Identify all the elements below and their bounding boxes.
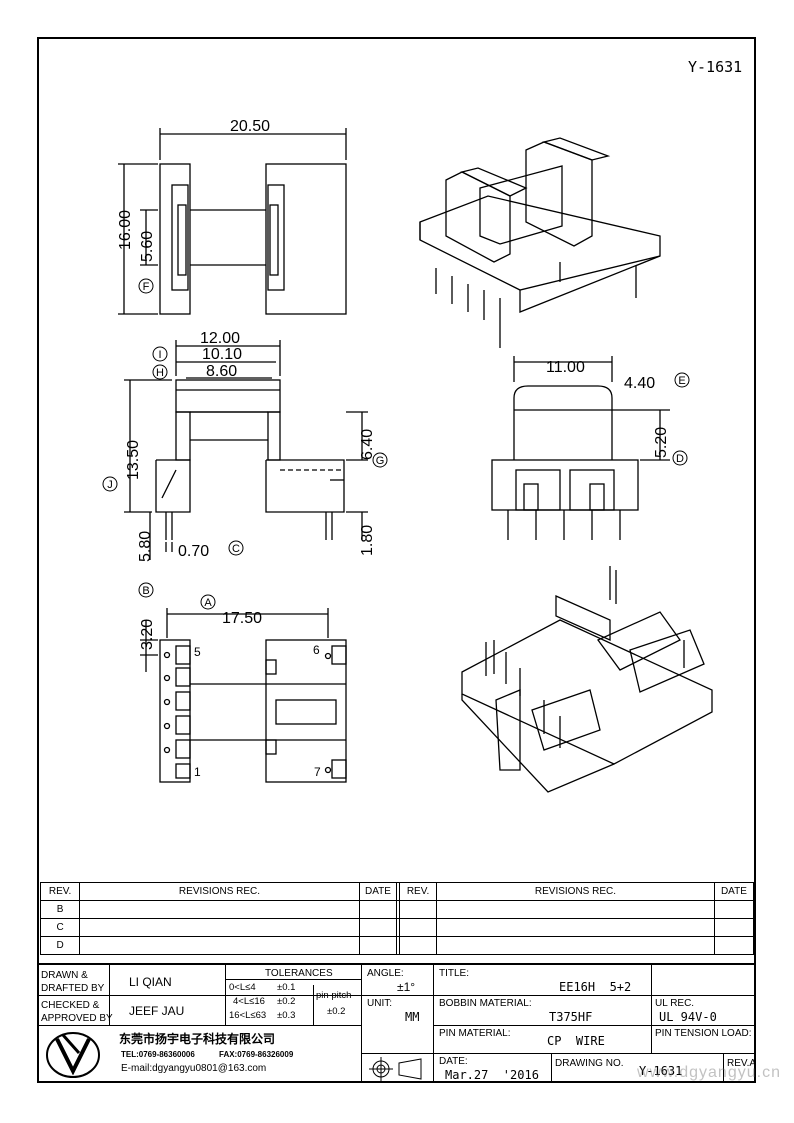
dim-16-00: 16.00 xyxy=(117,210,134,250)
pin-tension-label: PIN TENSION LOAD: xyxy=(655,1028,752,1039)
checked-label: CHECKED & APPROVED BY xyxy=(41,1000,113,1024)
tolerances-label: TOLERANCES xyxy=(265,968,333,979)
marker-D: D xyxy=(672,450,688,466)
dim-5-80: 5.80 xyxy=(137,531,154,562)
angle-label: ANGLE: xyxy=(367,968,404,979)
svg-text:I: I xyxy=(158,349,161,361)
marker-H: H xyxy=(152,364,168,380)
svg-text:E: E xyxy=(678,375,685,387)
ul-rec-label: UL REC. xyxy=(655,998,695,1009)
unit-value: MM xyxy=(405,1010,420,1024)
pin-7-label: 7 xyxy=(314,765,321,779)
title-block: DRAWN & DRAFTED BY LI QIAN CHECKED & APP… xyxy=(37,963,780,1083)
svg-text:B: B xyxy=(142,585,149,597)
drawing-frame xyxy=(37,37,756,1083)
date-value: Mar.27 '2016 xyxy=(445,1068,539,1082)
tol-3: 16<L≤63 xyxy=(229,1010,267,1021)
pin-material-value: CP WIRE xyxy=(547,1034,605,1048)
pin-1-label: 1 xyxy=(194,765,201,779)
svg-text:G: G xyxy=(376,455,385,467)
dim-12-00: 12.00 xyxy=(200,330,240,347)
drawing-number-top: Y-1631 xyxy=(688,58,743,76)
iso-view-bottom xyxy=(461,566,713,793)
tol-2: 4<L≤16 xyxy=(233,996,265,1007)
rev-row-d: D xyxy=(39,936,81,955)
pin-6-label: 6 xyxy=(313,643,320,657)
svg-text:C: C xyxy=(232,543,240,555)
tol-2-value: ±0.2 xyxy=(277,996,296,1007)
dim-6-40: 6.40 xyxy=(359,429,376,460)
rev-header-2: REV. xyxy=(398,882,438,901)
dim-5-60: 5.60 xyxy=(139,231,156,262)
bobbin-material-value: T375HF xyxy=(549,1010,593,1024)
dim-3-20: 3.20 xyxy=(139,619,156,650)
date-header-2: DATE xyxy=(713,882,755,901)
marker-C: C xyxy=(228,540,244,556)
tol-3-value: ±0.3 xyxy=(277,1010,296,1021)
angle-value: ±1° xyxy=(397,980,416,994)
pin-pitch-value: ±0.2 xyxy=(327,1006,346,1017)
dim-11-00: 11.00 xyxy=(546,359,585,376)
tol-1: 0<L≤4 xyxy=(229,982,256,993)
front-view xyxy=(124,340,368,560)
revisions-table: REV. REVISIONS REC. DATE REV. REVISIONS … xyxy=(39,882,755,955)
marker-A: A xyxy=(200,594,216,610)
dim-13-50: 13.50 xyxy=(125,440,142,480)
company-name: 东莞市扬宇电子科技有限公司 xyxy=(119,1032,276,1046)
drawn-value: LI QIAN xyxy=(129,975,172,989)
marker-E: E xyxy=(674,372,690,388)
dim-20-50: 20.50 xyxy=(230,118,270,135)
company-fax: FAX:0769-86326009 xyxy=(219,1050,294,1059)
dim-4-40: 4.40 xyxy=(624,375,655,392)
revisions-header: REVISIONS REC. xyxy=(79,882,360,901)
title-label: TITLE: xyxy=(439,968,470,979)
watermark: www.dgyangyu.cn xyxy=(637,1064,781,1081)
dim-8-60: 8.60 xyxy=(206,363,237,380)
rev-row-c: C xyxy=(39,918,81,937)
technical-drawing: 20.50 16.00 5.60 12.00 10.10 8.60 13.50 … xyxy=(102,118,713,793)
bottom-view xyxy=(140,608,347,783)
date-header: DATE xyxy=(358,882,397,901)
pin-pitch-label: pin pitch xyxy=(316,990,352,1001)
projection-symbol-icon xyxy=(369,1057,422,1081)
tol-1-value: ±0.1 xyxy=(277,982,296,993)
dim-1-80: 1.80 xyxy=(359,525,376,556)
date-label: DATE: xyxy=(439,1056,468,1067)
svg-text:A: A xyxy=(204,597,212,609)
dim-5-20: 5.20 xyxy=(653,427,670,458)
top-view xyxy=(118,128,347,315)
rev-header: REV. xyxy=(39,882,81,901)
drawing-no-label: DRAWING NO. xyxy=(555,1058,624,1069)
pin-material-label: PIN MATERIAL: xyxy=(439,1028,511,1039)
dim-0-70: 0.70 xyxy=(178,543,209,560)
marker-G: G xyxy=(372,452,388,468)
revisions-header-2: REVISIONS REC. xyxy=(436,882,715,901)
marker-F: F xyxy=(138,278,154,294)
iso-view-top xyxy=(419,137,661,348)
company-logo-icon xyxy=(46,1032,100,1078)
marker-J: J xyxy=(102,476,118,492)
pin-5-label: 5 xyxy=(194,645,201,659)
ul-rec-value: UL 94V-0 xyxy=(659,1010,717,1024)
bobbin-material-label: BOBBIN MATERIAL: xyxy=(439,998,532,1009)
marker-I: I xyxy=(152,346,168,362)
drawn-label: DRAWN & DRAFTED BY xyxy=(41,970,105,994)
company-tel: TEL:0769-86360006 xyxy=(121,1050,195,1059)
svg-text:F: F xyxy=(143,281,150,293)
svg-text:H: H xyxy=(156,367,164,379)
rev-row-b: B xyxy=(39,900,81,919)
rev-a-label: REV.A xyxy=(727,1058,757,1069)
dim-17-50: 17.50 xyxy=(222,610,262,627)
company-email: E-mail:dgyangyu0801@163.com xyxy=(121,1063,267,1074)
dim-10-10: 10.10 xyxy=(202,346,242,363)
marker-B: B xyxy=(138,582,154,598)
checked-value: JEEF JAU xyxy=(129,1004,185,1018)
unit-label: UNIT: xyxy=(367,998,392,1009)
svg-text:D: D xyxy=(676,453,684,465)
svg-text:J: J xyxy=(107,479,113,491)
side-view xyxy=(491,356,670,540)
drawing-no-value: Y-1631 xyxy=(639,1064,683,1078)
title-value: EE16H 5+2 xyxy=(559,980,632,994)
